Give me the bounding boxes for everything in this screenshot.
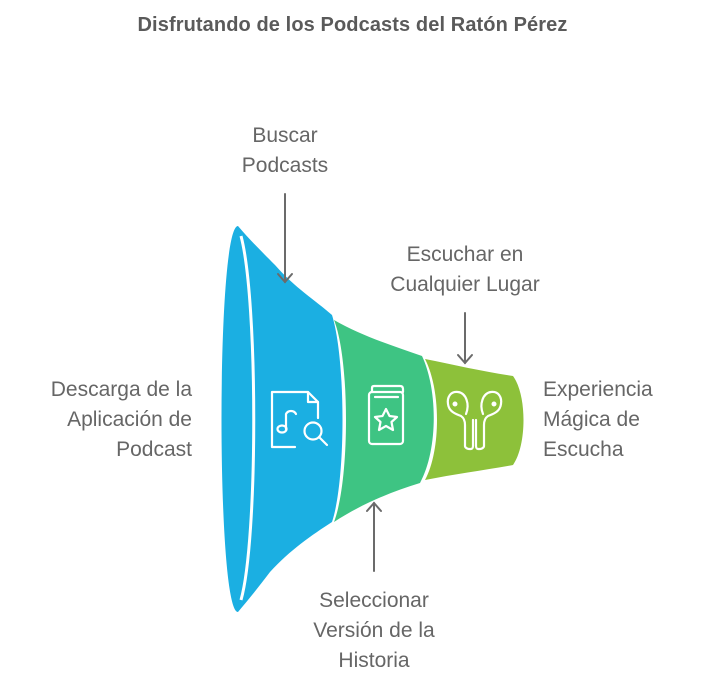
- funnel-stage-3: [425, 359, 524, 480]
- label-stage-3-line: Escuchar en: [406, 243, 524, 266]
- label-end: Experiencia Mágica de Escucha: [543, 375, 703, 465]
- funnel-stage-2: [334, 320, 434, 522]
- arrow-escuchar: [457, 312, 473, 365]
- label-stage-2-line: Versión de la: [313, 619, 435, 642]
- funnel-stage-1: [221, 226, 343, 612]
- label-stage-1-line: Buscar: [252, 124, 318, 147]
- label-stage-1: Buscar Podcasts: [200, 121, 370, 181]
- label-stage-3-line: Cualquier Lugar: [390, 273, 540, 296]
- label-stage-2-line: Historia: [338, 649, 410, 672]
- earbuds-icon: [446, 390, 503, 451]
- label-start: Descarga de la Aplicación de Podcast: [10, 375, 192, 465]
- arrow-seleccionar: [366, 501, 382, 572]
- diagram-title: Disfrutando de los Podcasts del Ratón Pé…: [137, 14, 568, 36]
- music-file-search-icon: [270, 390, 329, 449]
- label-stage-1-line: Podcasts: [241, 154, 329, 177]
- label-end-line: Experiencia: [543, 378, 653, 401]
- label-stage-2: Seleccionar Versión de la Historia: [284, 586, 464, 676]
- star-book-icon: [367, 384, 405, 446]
- label-start-line: Descarga de la: [50, 378, 192, 401]
- label-end-line: Mágica de: [543, 408, 640, 431]
- label-stage-3: Escuchar en Cualquier Lugar: [360, 240, 570, 300]
- label-end-line: Escucha: [543, 438, 624, 461]
- arrow-buscar: [277, 193, 293, 284]
- label-start-line: Aplicación de: [67, 408, 192, 431]
- label-start-line: Podcast: [116, 438, 192, 461]
- label-stage-2-line: Seleccionar: [319, 589, 429, 612]
